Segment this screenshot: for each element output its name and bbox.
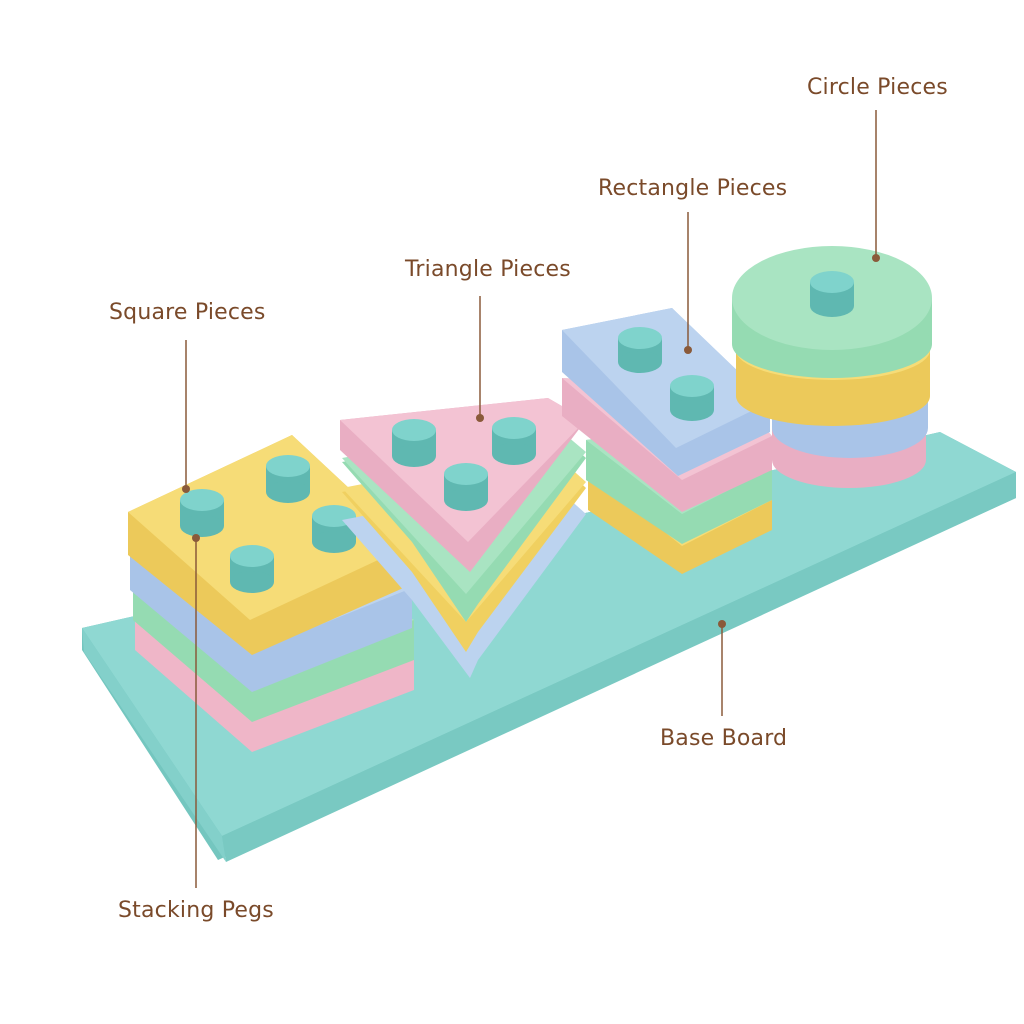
- callout-rectangle-pieces: Rectangle Pieces: [598, 176, 788, 201]
- leader-stacking-pegs: [192, 534, 200, 888]
- triangle-pegs: [392, 417, 536, 511]
- circle-peg: [810, 271, 854, 317]
- leader-square-pieces: [182, 340, 190, 493]
- callout-circle-pieces: Circle Pieces: [807, 75, 948, 100]
- leader-rectangle-pieces: [684, 212, 692, 354]
- leader-base-board: [718, 620, 726, 716]
- rectangle-piece-blue: [562, 308, 770, 476]
- leader-triangle-pieces: [476, 296, 484, 422]
- square-pieces-stack: [128, 435, 414, 752]
- callout-triangle-pieces: Triangle Pieces: [405, 257, 571, 282]
- base-board: [82, 432, 1016, 862]
- circle-pieces-stack: [732, 246, 932, 488]
- triangle-pieces-stack: [340, 398, 586, 678]
- callout-stacking-pegs: Stacking Pegs: [118, 898, 274, 923]
- callout-square-pieces: Square Pieces: [109, 300, 266, 325]
- rectangle-pegs: [618, 327, 714, 421]
- leader-lines: [182, 110, 880, 888]
- leader-circle-pieces: [872, 110, 880, 262]
- rectangle-pieces-stack: [562, 308, 772, 574]
- callout-base-board: Base Board: [660, 726, 788, 751]
